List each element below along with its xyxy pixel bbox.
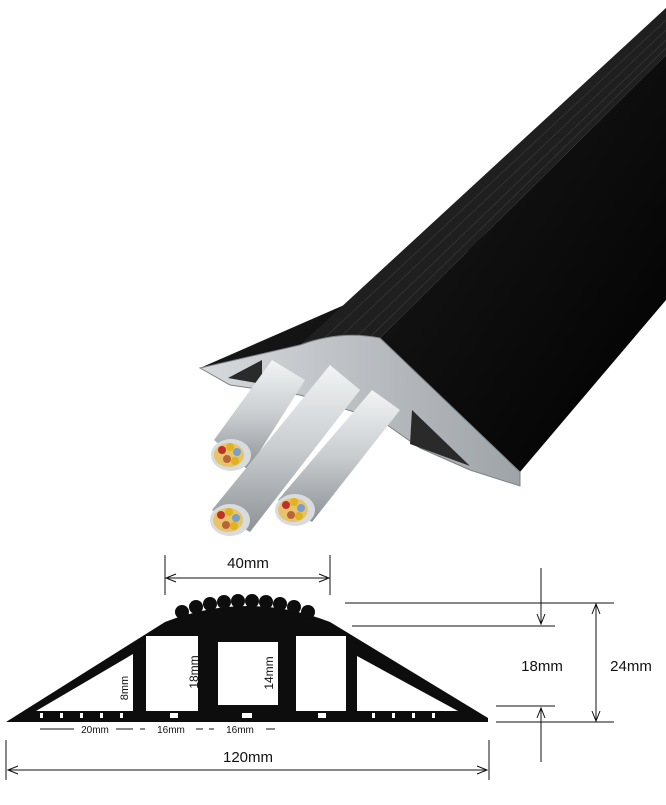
dim-segment-a: 20mm xyxy=(81,725,109,736)
center-channel-inner xyxy=(221,645,275,702)
cross-section: 40mm 18mm 24mm 120mm 20mm 16mm 16mm 8mm … xyxy=(5,555,652,780)
dim-center-channel-height: 18mm xyxy=(187,655,201,688)
protector-right-ramp xyxy=(380,55,666,472)
right-channel xyxy=(296,636,346,711)
top-ridges xyxy=(317,19,666,345)
cable-protector-3d xyxy=(198,8,666,536)
cable-upper-left xyxy=(211,360,305,471)
dim-center-inner-height: 14mm xyxy=(262,656,276,689)
cable-lower-left xyxy=(210,365,360,536)
left-triangle-cutout xyxy=(228,360,262,384)
dim-side-channel-height: 8mm xyxy=(119,676,131,700)
protector-top-face xyxy=(300,8,666,345)
left-outer-channel xyxy=(36,654,133,711)
right-outer-channel xyxy=(357,656,458,711)
cable-lower-right xyxy=(275,390,400,526)
center-channel-inner-frame xyxy=(206,630,290,717)
right-triangle-cutout xyxy=(410,410,470,466)
dim-segment-b: 16mm xyxy=(157,725,185,736)
dim-segment-c: 16mm xyxy=(226,725,254,736)
dim-top-width: 40mm xyxy=(227,555,269,572)
cross-section-top-bumps xyxy=(175,594,315,619)
dim-total-height: 24mm xyxy=(610,658,652,675)
cross-section-bottom-slots xyxy=(40,713,435,718)
dim-inner-height: 18mm xyxy=(521,658,563,675)
left-channel xyxy=(146,636,198,711)
dim-total-width: 120mm xyxy=(223,749,273,766)
dimension-lines xyxy=(5,555,614,780)
